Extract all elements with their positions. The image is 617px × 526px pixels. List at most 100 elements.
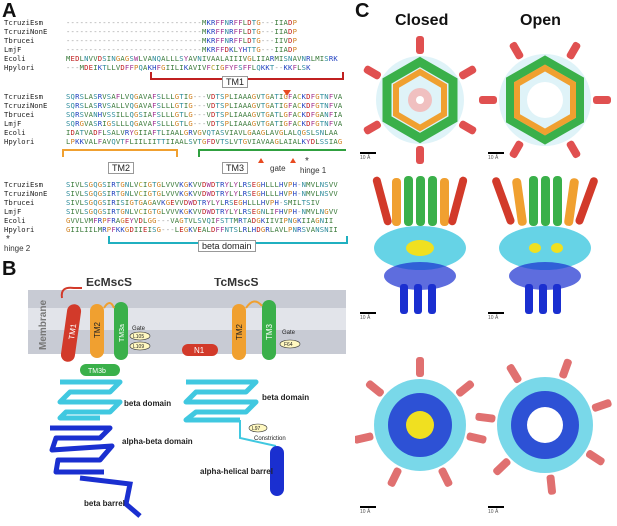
sequence-name: TcruziNonE [4,27,48,36]
scale-label-6: 10 Å [488,509,499,515]
tc-l97-marker [248,423,268,433]
alignment-row: Hpylori GIILIILMRPFKKGDIIEISG---LEGKVEALD… [4,225,338,234]
open-bottom-view [475,358,612,495]
alignment-row: Tbrucei ------------------------------MKR… [4,36,338,45]
scale-label-4: 10 Å [488,315,499,321]
sequence-text: ------------------------------MKRFFNRFFL… [66,36,298,45]
sequence-name: TcruziEsm [4,180,43,189]
sequence-name: Tbrucei [4,110,35,119]
alignment-row: Hpylori---MDEIKTLLVDFFPQAKHFGIILIKAVIVFC… [4,63,338,72]
panel-c-label: C [355,0,370,22]
sequence-text: SQRSLASRVSAFLVQGAVAFSLLLGTIG---VDTSPLIAA… [66,92,343,101]
tc-tm2-label: TM2 [235,323,244,340]
ec-beta-domain [57,379,123,421]
sequence-name: TcruziEsm [4,18,43,27]
scale-bar-6 [488,506,504,508]
alignment-row: TcruziNonE SQRSLASRVSALLVQGAVAFSLLLGTIG--… [4,101,342,110]
ec-tm2-helix [90,304,104,358]
sequence-text: SQRSLASRVSALLVQGAVAFSLLLGTIG---VDTSPLIAA… [66,101,343,110]
alignment-row: Tbrucei SIVLSGQGSIRISIGTGAGAVKGEVVDWDTRYL… [4,198,338,207]
ec-beta-barrel [79,475,142,518]
sequence-name: Tbrucei [4,198,35,207]
sequence-text: ------------------------------MKRFFDKLYH… [66,45,298,54]
sequence-name: Hpylori [4,225,35,234]
closed-label: Closed [395,12,449,29]
membrane-label: Membrane [38,300,49,350]
hinge2-label: hinge 2 [4,244,31,253]
ec-tm1-label: TM1 [67,323,78,341]
alignment-row: Tbrucei SQRSVANHVSSILLQGSIAFSLLLGTLG---VD… [4,110,342,119]
beta-domain-label: beta domain [198,240,256,252]
sequence-text: SIVLSGQGSIRTGNLVCIGTGLVVVKGKVVDWDTRYLYLR… [66,189,338,198]
structure-images [355,36,612,495]
alignment-row: TcruziNonE------------------------------… [4,27,338,36]
tc-alpha-helical-barrel [270,446,284,496]
alignment-row: TcruziEsm------------------------------M… [4,18,338,27]
ec-tm3a-helix [114,302,128,360]
tc-constriction-label: Constriction [254,436,286,442]
alignment-row: TcruziEsm SQRSLASRVSAFLVQGAVAFSLLLGTIG---… [4,92,342,101]
sequence-name: Hpylori [4,137,35,146]
topology-diagram: Membrane EcMscS TcMscS TM1 TM2 TM3a Gate… [28,278,346,518]
tc-f64-marker [279,339,301,349]
closed-side-view [372,176,468,314]
sequence-text: SIVLSGQGSIRTGNLVCIGTGLVVVKGKVVDWDTRYLYLR… [66,207,338,216]
sequence-text: SQRSVANHVSSILLQGSIAFSLLLGTLG---VDTSPLIAA… [66,110,343,119]
open-label: Open [520,12,561,29]
tc-gate-label: Gate [282,330,296,336]
sequence-name: TcruziNonE [4,189,48,198]
scale-label-2: 10 Å [488,155,499,161]
tm1-label: TM1 [222,76,248,88]
sequence-text: ---MDEIKTLLVDFFPQAKHFGIILIKAVIVFCIGFYFSF… [66,63,311,72]
sequence-name: Ecoli [4,54,26,63]
tm3-label: TM3 [222,162,248,174]
sequence-text: SIVLSGQGSIRISIGTGAGAVKGEVVDWDTRYLYLRSEGH… [66,198,320,207]
ec-tm1-helix [60,304,82,362]
sequence-text: SQRGVASRIGSLLLQGAVAFSLLLGTLG---VDTSPLIAA… [66,119,343,128]
scale-bar-2 [488,152,504,154]
alignment-row: LmjF ------------------------------MKRFFD… [4,45,338,54]
ec-alpha-beta-label: alpha-beta domain [122,437,193,446]
closed-bottom-view [355,357,487,487]
sequence-name: Tbrucei [4,36,35,45]
sequence-name: Ecoli [4,216,26,225]
gate-marker-2-icon [290,158,296,163]
panel-b-label: B [2,258,17,280]
open-side-view [492,176,598,314]
tc-tm2-helix [232,304,246,360]
scale-label-5: 10 Å [360,509,371,515]
panel-a-label: A [2,0,17,22]
ec-tm3b-label: TM3b [88,368,106,375]
hinge1-label: hinge 1 [300,166,327,175]
tc-tm3-helix [262,300,276,360]
ec-alpha-beta-domain [49,425,115,475]
sequence-text: GIILIILMRPFKKGDIIEISG---LEGKVEALDFFNTSLR… [66,225,338,234]
sequence-name: TcruziEsm [4,92,43,101]
scale-bar-5 [360,506,376,508]
sequence-text: MEDLNVVDSINGAGSWLVANQALLLSYAVNIVAALAIIIV… [66,54,338,63]
sequence-name: TcruziNonE [4,101,48,110]
hinge1-star-icon: * [305,156,309,167]
hinge2-star-icon: * [6,234,10,245]
ec-l109-marker [129,341,151,351]
tc-tm3-label: TM3 [265,323,274,340]
closed-top-view [363,36,477,164]
sequence-name: LmjF [4,207,22,216]
scale-bar-4 [488,312,504,314]
sequence-name: LmjF [4,45,22,54]
tc-alpha-helical-label: alpha-helical barrel [200,467,273,476]
tc-n1-label: N1 [194,346,205,355]
alignment-row: LmjF SIVLSGQGSIRTGNLVCIGTGLVVVKGKVVDWDTRY… [4,207,338,216]
scale-bar-1 [360,152,376,154]
scale-bar-3 [360,312,376,314]
ec-gate-label: Gate [132,326,146,332]
tm3-bracket [198,149,346,157]
sequence-name: Ecoli [4,128,26,137]
scale-label-1: 10 Å [360,155,371,161]
ec-l105-marker [129,331,151,341]
tc-f64-label: F64 [284,342,293,348]
